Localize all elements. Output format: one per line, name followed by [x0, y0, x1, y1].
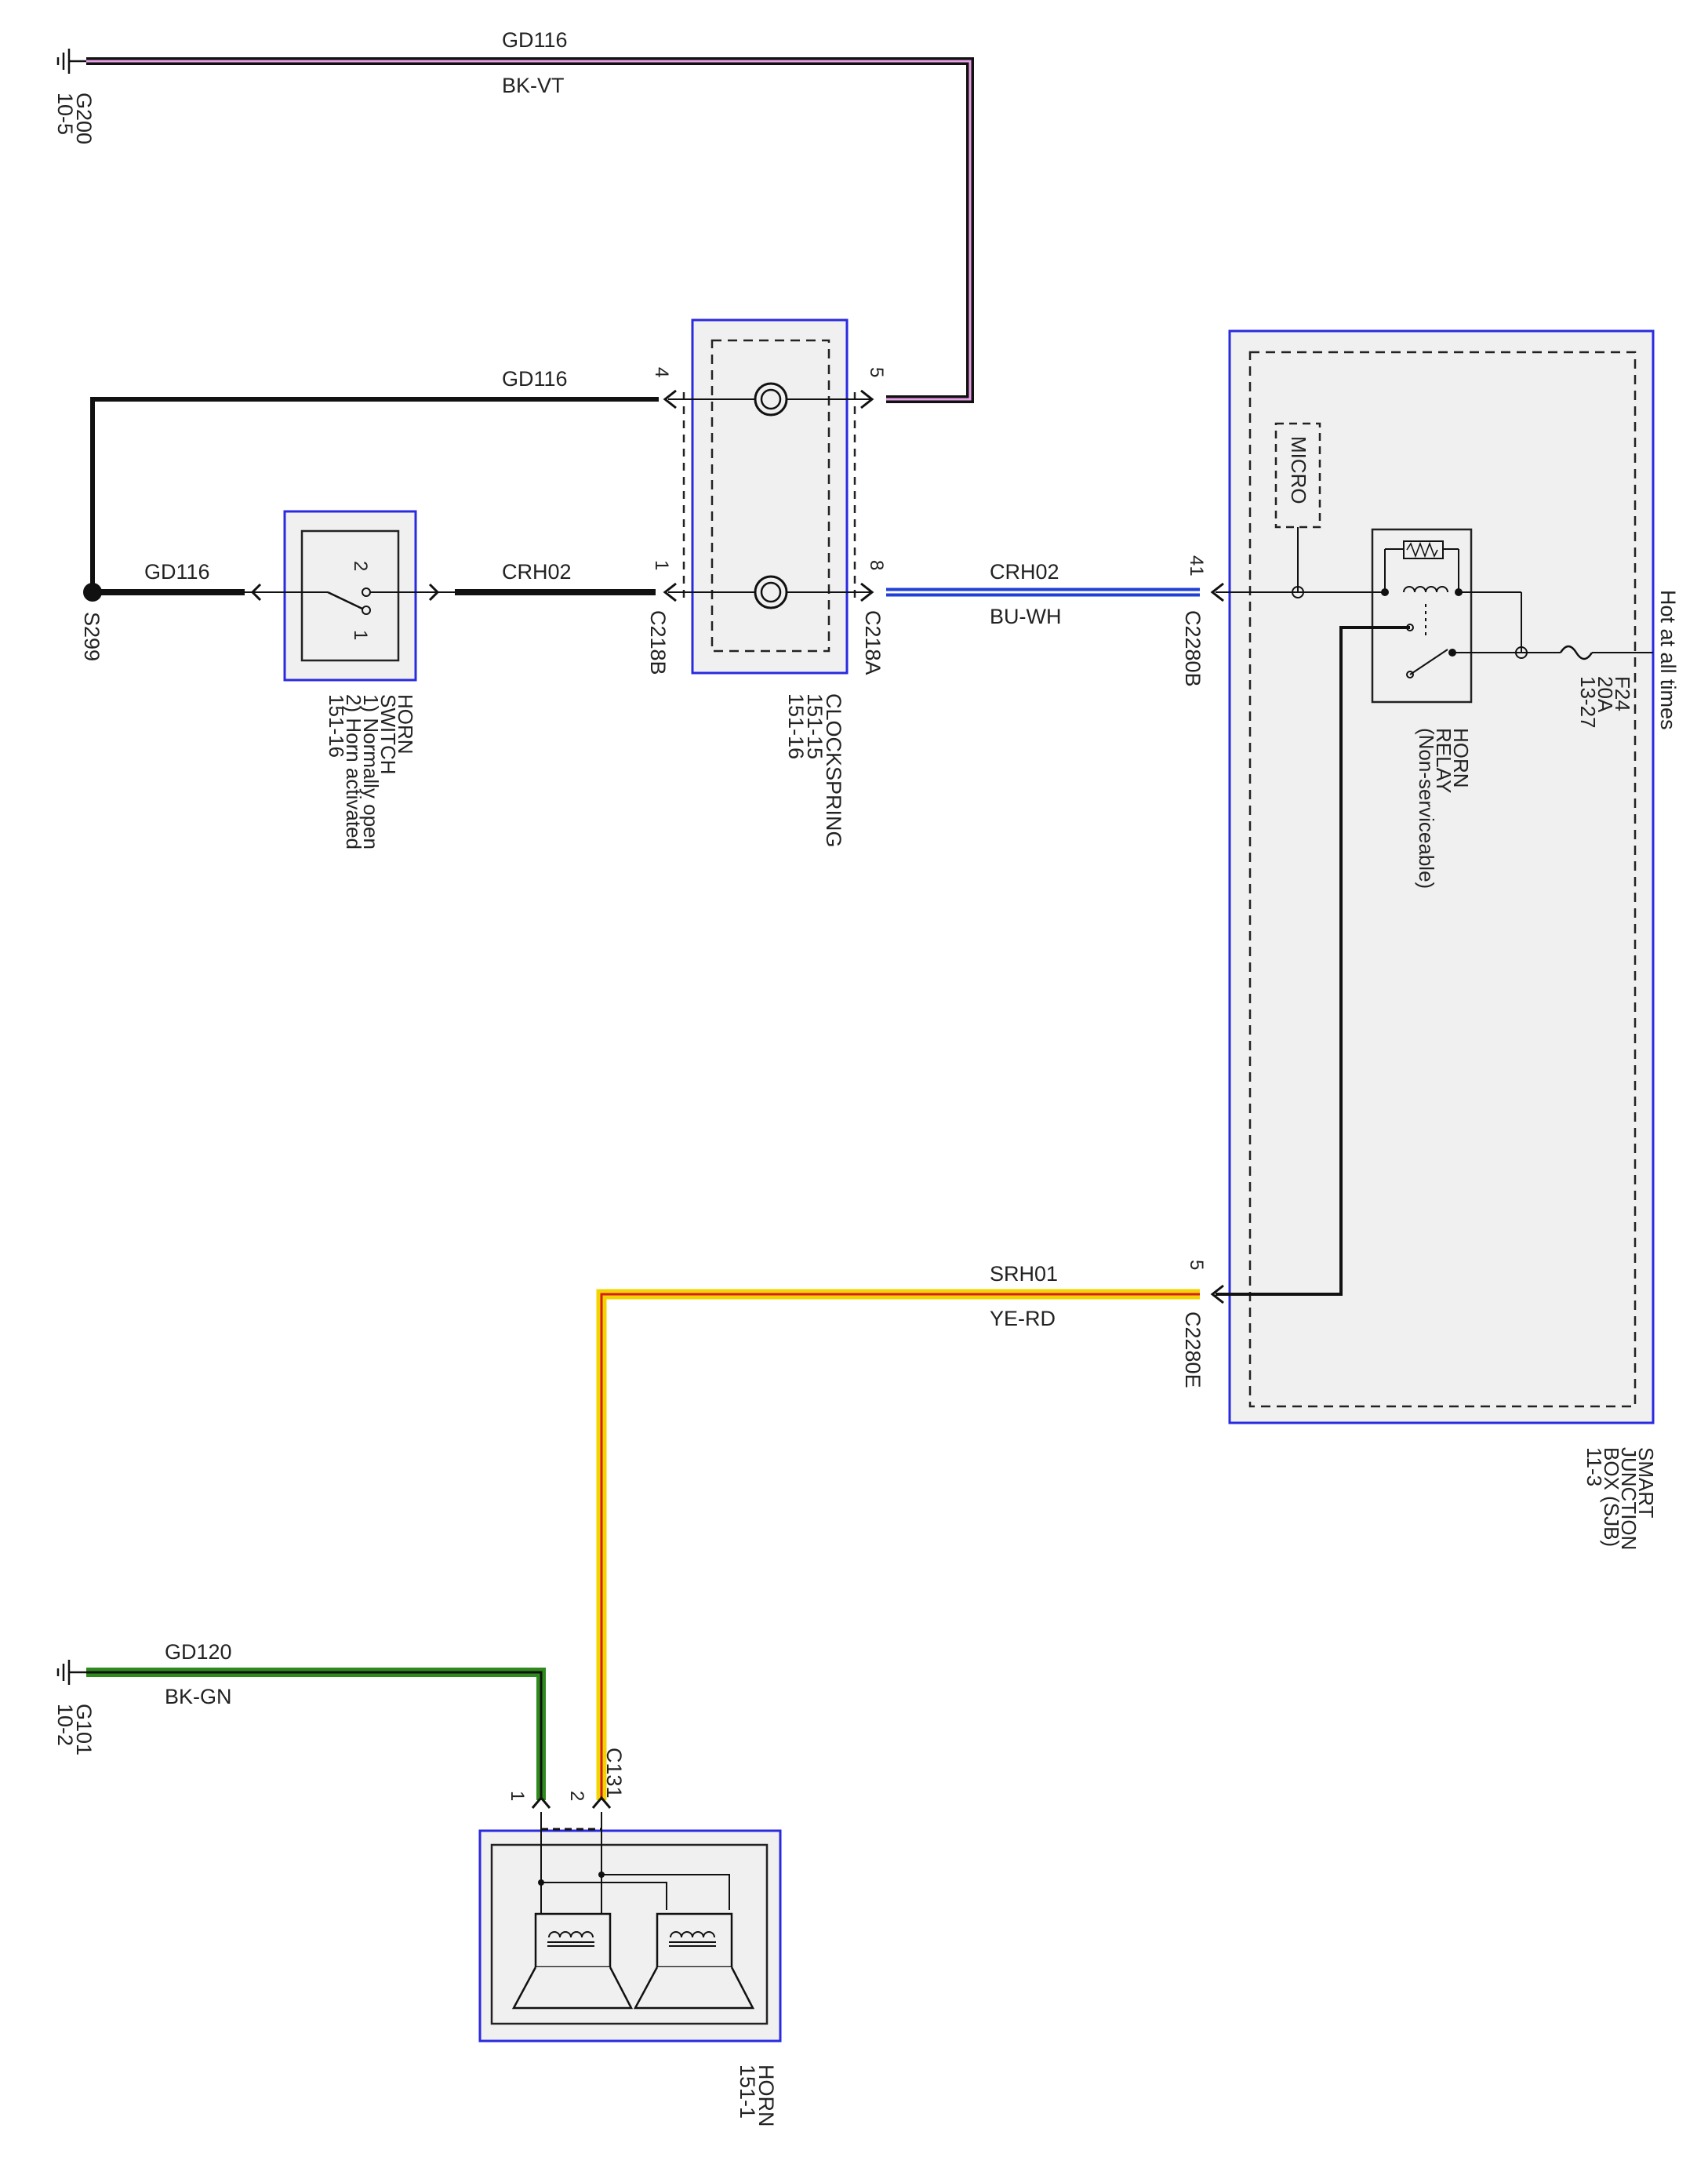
clockspring-box [682, 318, 856, 675]
svg-text:1) Normally open: 1) Normally open [359, 694, 383, 849]
connector-c2280b: C2280B [1181, 610, 1205, 687]
svg-text:151-16: 151-16 [784, 693, 808, 759]
micro-box [1274, 422, 1321, 529]
svg-text:(Non-serviceable): (Non-serviceable) [1415, 728, 1438, 889]
ground-g101-icon [56, 1660, 86, 1685]
horn-switch-contact-1: 1 [350, 630, 371, 640]
svg-text:CLOCKSPRING: CLOCKSPRING [822, 693, 845, 848]
label-horn: HORN 151-1 [736, 2064, 778, 2127]
label-horn-switch: HORN SWITCH 1) Normally open 2) Horn act… [325, 694, 417, 849]
connector-c218b: C218B [646, 610, 670, 675]
wire-label-gd116-left: GD116 [144, 560, 210, 584]
sjb-internal-wiring [1216, 527, 1653, 1296]
svg-text:20A: 20A [1594, 676, 1617, 713]
svg-text:SMART: SMART [1634, 1447, 1658, 1519]
svg-text:HORN: HORN [1449, 728, 1473, 788]
wire-label-gd120: GD120 [165, 1640, 232, 1664]
svg-text:Hot at all times: Hot at all times [1656, 590, 1680, 730]
wire-label-gd116-top: GD116 [502, 28, 568, 52]
wire-gd120-bk-gn [86, 1668, 546, 1800]
label-fuse-f24: F24 20A 13-27 [1576, 676, 1634, 729]
pin-c218a-5: 5 [866, 367, 887, 377]
label-power-hot: Hot at all times [1656, 590, 1680, 730]
pin-c2280b-41: 41 [1186, 555, 1207, 577]
wire-label-gd116-mid: GD116 [502, 367, 568, 391]
wire-label-crh02-left: CRH02 [502, 560, 572, 584]
wire-color-bu-wh: BU-WH [990, 605, 1061, 628]
connector-c2280e: C2280E [1181, 1311, 1205, 1388]
label-smart-junction-box: SMART JUNCTION BOX (SJB) 11-3 [1583, 1447, 1658, 1550]
svg-text:151-1: 151-1 [736, 2064, 759, 2119]
svg-text:C218A: C218A [861, 610, 885, 675]
clockspring-internal [668, 382, 870, 609]
svg-text:151-15: 151-15 [803, 693, 827, 759]
svg-text:10-2: 10-2 [53, 1704, 77, 1746]
horn-internal [511, 1812, 755, 2010]
wire-gd116-bk-vt [86, 57, 974, 403]
pin-c218b-1: 1 [651, 560, 672, 570]
wire-color-ye-rd: YE-RD [990, 1307, 1056, 1330]
svg-text:HORN: HORN [754, 2064, 778, 2127]
svg-text:C2280E: C2280E [1181, 1311, 1205, 1388]
svg-text:8: 8 [866, 560, 887, 570]
label-horn-relay: HORN RELAY (Non-serviceable) [1415, 728, 1473, 889]
horn-switch-contact-2: 2 [350, 561, 371, 571]
svg-text:2) Horn activated: 2) Horn activated [342, 694, 365, 849]
svg-text:41: 41 [1186, 555, 1207, 577]
splice-s299-icon [83, 583, 102, 602]
horn-box [478, 1829, 782, 2043]
svg-text:C2280B: C2280B [1181, 610, 1205, 687]
svg-text:G101: G101 [72, 1704, 96, 1755]
pin-c218a-8: 8 [866, 560, 887, 570]
wire-srh01-ye-rd [596, 1289, 1200, 1800]
svg-text:SWITCH: SWITCH [376, 694, 400, 775]
svg-text:G200: G200 [72, 93, 96, 144]
svg-text:1: 1 [507, 1791, 528, 1801]
svg-text:MICRO: MICRO [1287, 436, 1310, 504]
wire-color-bk-vt: BK-VT [502, 74, 565, 97]
smart-junction-box [1228, 329, 1655, 1424]
wire-color-bk-gn: BK-GN [165, 1685, 232, 1708]
connector-chevrons [250, 389, 1224, 1809]
svg-text:1: 1 [350, 630, 371, 640]
connector-c218a: C218A [861, 610, 885, 675]
label-clockspring: CLOCKSPRING 151-15 151-16 [784, 693, 845, 848]
horn-switch-internal [285, 587, 416, 615]
svg-text:2: 2 [566, 1791, 587, 1801]
svg-text:C131: C131 [602, 1748, 626, 1799]
connector-c131: C131 [602, 1748, 626, 1799]
svg-text:C218B: C218B [646, 610, 670, 675]
label-g101: G101 10-2 [53, 1704, 96, 1755]
svg-text:2: 2 [350, 561, 371, 571]
pin-c131-2: 2 [566, 1791, 587, 1801]
label-micro: MICRO [1287, 436, 1310, 504]
svg-text:RELAY: RELAY [1432, 728, 1455, 793]
svg-text:13-27: 13-27 [1576, 676, 1600, 729]
svg-text:BOX (SJB): BOX (SJB) [1600, 1447, 1623, 1547]
svg-text:HORN: HORN [394, 694, 417, 755]
svg-text:4: 4 [651, 367, 672, 377]
pin-c131-1: 1 [507, 1791, 528, 1801]
pin-c2280e-5: 5 [1186, 1260, 1207, 1270]
horn-switch-box [283, 510, 417, 682]
svg-text:5: 5 [866, 367, 887, 377]
svg-text:JUNCTION: JUNCTION [1617, 1447, 1641, 1550]
svg-text:S299: S299 [80, 612, 104, 661]
svg-text:10-5: 10-5 [53, 93, 77, 135]
wire-gd116-mid [90, 397, 659, 592]
wire-label-crh02-right: CRH02 [990, 560, 1059, 584]
label-g200: G200 10-5 [53, 93, 96, 144]
svg-text:151-16: 151-16 [325, 694, 348, 758]
svg-text:5: 5 [1186, 1260, 1207, 1270]
label-s299: S299 [80, 612, 104, 661]
ground-g200-icon [56, 49, 86, 74]
svg-text:11-3: 11-3 [1583, 1447, 1606, 1486]
svg-text:1: 1 [651, 560, 672, 570]
pin-c218b-4: 4 [651, 367, 672, 377]
wire-label-srh01: SRH01 [990, 1262, 1058, 1286]
svg-text:F24: F24 [1611, 676, 1634, 711]
